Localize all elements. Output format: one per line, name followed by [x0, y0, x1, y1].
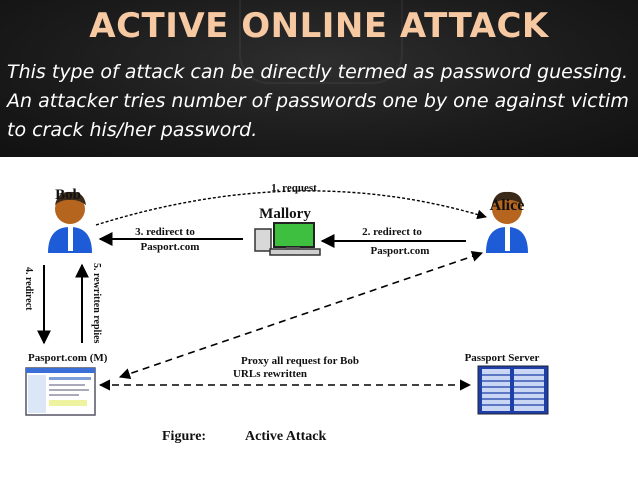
pasport-label: Pasport.com (M) [28, 352, 108, 364]
slide-title: ACTIVE ONLINE ATTACK [89, 6, 549, 46]
redirect-2-label-line1: 2. redirect to [362, 226, 422, 238]
redirect-2-label-line2: Pasport.com [371, 245, 430, 257]
alice-label: Alice [490, 197, 525, 214]
redirect-3-label-line2: Pasport.com [141, 241, 200, 253]
redirect-3-label-line1: 3. redirect to [135, 226, 195, 238]
pasport-browser-icon [25, 367, 96, 416]
slide-header: ACTIVE ONLINE ATTACK This type of attack… [0, 0, 638, 157]
figure-caption-label: Figure: [162, 429, 206, 444]
bob-label: Bob [55, 187, 81, 203]
slide-description: This type of attack can be directly term… [7, 61, 629, 141]
rewritten-replies-label: 5. rewritten replies [91, 263, 102, 344]
figure-caption-text: Active Attack [245, 429, 326, 444]
redirect-4-label: 4. redirect [23, 267, 34, 311]
request-arrow [95, 190, 487, 226]
proxy-label-line2: URLs rewritten [233, 368, 307, 380]
pasport-alice-dashed-arrow [118, 250, 484, 380]
passport-server-icon [477, 365, 549, 415]
attack-diagram: Bob Alice Mallory 1. request 2. redirect… [0, 157, 638, 479]
mallory-computer-icon [254, 222, 321, 256]
alice-person-icon [486, 191, 528, 253]
passport-server-label: Passport Server [465, 352, 540, 364]
mallory-label: Mallory [259, 206, 311, 222]
diagram-svg: Bob Alice Mallory 1. request 2. redirect… [23, 182, 549, 444]
bob-person-icon [48, 191, 92, 253]
proxy-label-line1: Proxy all request for Bob [241, 355, 359, 367]
request-label: 1. request [271, 182, 317, 194]
